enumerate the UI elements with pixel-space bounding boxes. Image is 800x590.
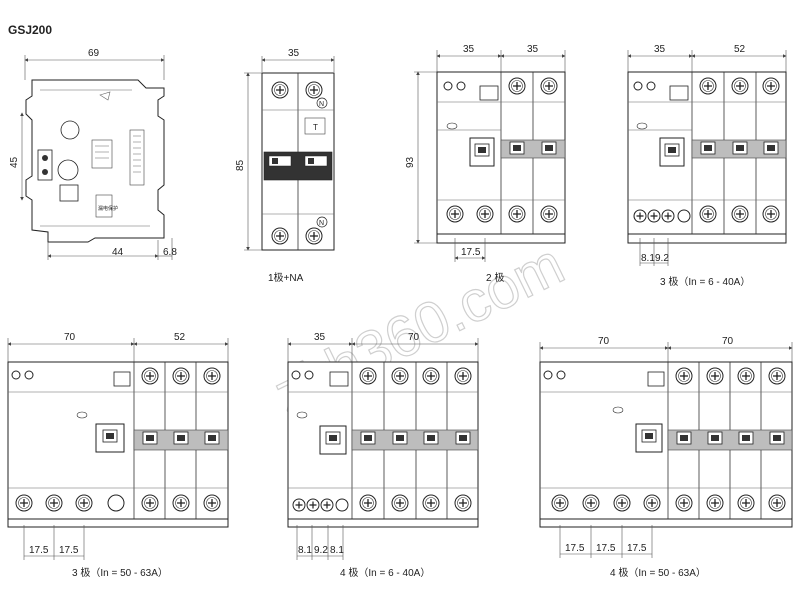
dim-4p40-p1: 8.1	[298, 545, 312, 556]
dim-side-height: 45	[9, 156, 20, 168]
dim-4p63-p1: 17.5	[565, 543, 585, 554]
dim-2p-w2: 35	[527, 44, 539, 55]
dim-side-step: 6.8	[163, 247, 177, 258]
caption-3p-40a: 3 极（In = 6 - 40A）	[660, 275, 750, 288]
4p-6-40a-front-view: 35 70 8.1 9.2	[287, 332, 479, 579]
dim-4p63-w1: 70	[598, 336, 610, 347]
caption-1pna: 1极+NA	[268, 271, 304, 284]
dim-3p63-p1: 17.5	[29, 545, 49, 556]
dim-3p63-w1: 70	[64, 332, 76, 343]
4p-50-63a-front-view: 70 70 17.5 17	[539, 336, 793, 579]
neutral-mark-bottom: N	[319, 220, 324, 227]
dim-4p40-w1: 35	[314, 332, 326, 343]
dim-4p40-w2: 70	[408, 332, 420, 343]
test-button-label: T	[313, 123, 318, 132]
dim-4p63-w2: 70	[722, 336, 734, 347]
caption-2p: 2 极	[486, 271, 504, 284]
dim-2p-height: 93	[405, 156, 416, 168]
2p-front-view: 35 35 93 17.5 2 极	[405, 44, 566, 284]
dim-3p63-w2: 52	[174, 332, 186, 343]
dim-3p40-p2: 9.2	[655, 253, 669, 264]
1p-na-front-view: 35 85 N T N 1极+NA	[235, 48, 335, 284]
dim-3p40-w1: 35	[654, 44, 666, 55]
dim-4p40-p3: 8.1	[330, 545, 344, 556]
dim-2p-pitch: 17.5	[461, 247, 481, 258]
dim-1pna-width: 35	[288, 48, 300, 59]
dim-3p63-p2: 17.5	[59, 545, 79, 556]
side-view-drawing: 69 45 漏电保护 44 6.8	[9, 48, 177, 260]
dim-4p40-p2: 9.2	[314, 545, 328, 556]
dim-2p-w1: 35	[463, 44, 475, 55]
3p-6-40a-front-view: 35 52 8.1 9.2 3 极（In = 6 - 40A）	[627, 44, 787, 288]
caption-4p-63a: 4 极（In = 50 - 63A）	[610, 566, 706, 579]
dim-side-width: 69	[88, 48, 100, 59]
3p-50-63a-front-view: 70 52 17.5 17.5 3 极（In = 50 - 63A）	[7, 332, 229, 579]
dim-3p40-p1: 8.1	[641, 253, 655, 264]
caption-4p-40a: 4 极（In = 6 - 40A）	[340, 566, 430, 579]
dim-4p63-p3: 17.5	[627, 543, 647, 554]
dim-4p63-p2: 17.5	[596, 543, 616, 554]
side-mark-text: 漏电保护	[98, 205, 118, 212]
dim-side-depth: 44	[112, 247, 124, 258]
neutral-mark-top: N	[319, 101, 324, 108]
dim-1pna-height: 85	[235, 159, 246, 171]
drawing-title: GSJ200	[8, 23, 52, 37]
caption-3p-63a: 3 极（In = 50 - 63A）	[72, 566, 168, 579]
dim-3p40-w2: 52	[734, 44, 746, 55]
